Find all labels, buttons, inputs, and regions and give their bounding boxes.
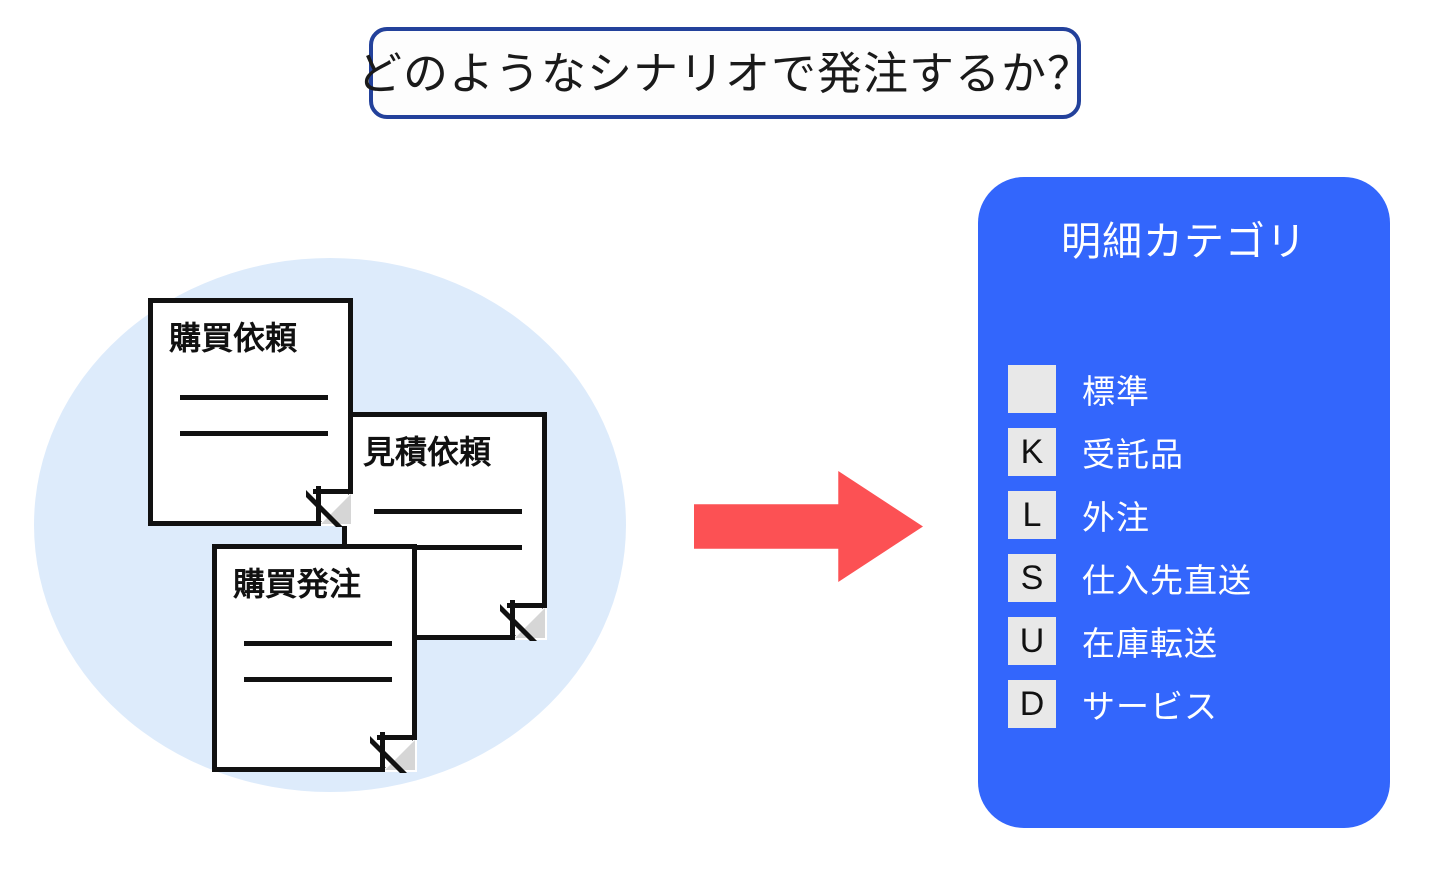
right-arrow-icon [694, 471, 923, 582]
document-title: 購買依頼 [169, 320, 298, 356]
line-item-category-panel: 明細カテゴリ 標準 K 受託品 L 外注 S 仕入先直送 U 在庫転送 [978, 177, 1390, 828]
category-row-subcontracting: L 外注 [1008, 488, 1420, 542]
document-rule-line [180, 395, 328, 400]
category-row-third-party: S 仕入先直送 [1008, 551, 1420, 605]
page-fold-diagonal [500, 593, 548, 641]
category-label: 受託品 [1082, 436, 1184, 473]
document-rule-line [244, 641, 392, 646]
category-label: 在庫転送 [1082, 625, 1218, 662]
category-key-box: K [1008, 428, 1056, 476]
category-label: 標準 [1082, 373, 1150, 410]
category-label: 外注 [1082, 499, 1150, 536]
category-key-box: U [1008, 617, 1056, 665]
document-rule-line [374, 545, 522, 550]
category-list: 標準 K 受託品 L 外注 S 仕入先直送 U 在庫転送 D サービス [1008, 362, 1420, 740]
document-title: 購買発注 [233, 566, 362, 602]
document-rule-line [244, 677, 392, 682]
category-row-stock-transfer: U 在庫転送 [1008, 614, 1420, 668]
category-key-box: L [1008, 491, 1056, 539]
category-label: サービス [1082, 688, 1218, 725]
category-key-box [1008, 365, 1056, 413]
category-key-box: S [1008, 554, 1056, 602]
category-row-consignment: K 受託品 [1008, 425, 1420, 479]
category-row-standard: 標準 [1008, 362, 1420, 416]
document-purchase-requisition: 購買依頼 [148, 298, 353, 526]
page-fold-diagonal [370, 725, 418, 773]
document-rule-line [180, 431, 328, 436]
category-label: 仕入先直送 [1082, 562, 1252, 599]
category-row-service: D サービス [1008, 677, 1420, 731]
document-title: 見積依頼 [363, 434, 492, 470]
title-callout-box: どのようなシナリオで発注するか？ [357, 27, 1092, 119]
panel-header: 明細カテゴリ [1061, 220, 1307, 264]
page-fold-diagonal [306, 479, 354, 527]
category-key-box: D [1008, 680, 1056, 728]
document-purchase-order: 購買発注 [212, 544, 417, 772]
title-text: どのようなシナリオで発注するか？ [357, 47, 1094, 99]
document-rule-line [374, 509, 522, 514]
